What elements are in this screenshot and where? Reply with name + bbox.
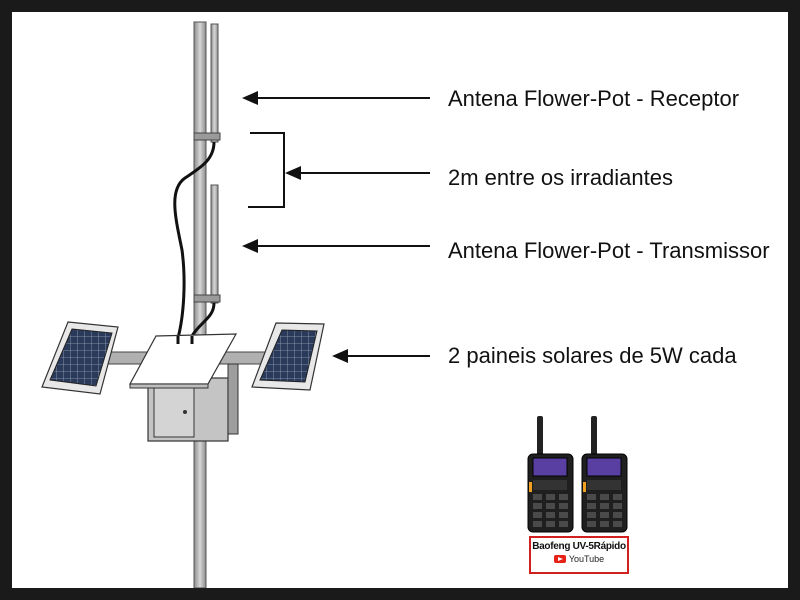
solar-panel-right: [251, 322, 325, 391]
arrow-paineis: [332, 349, 430, 363]
solar-panel-left: [41, 321, 119, 395]
label-antenna-spacing: 2m entre os irradiantes: [448, 165, 673, 190]
handheld-radio-right: [581, 416, 628, 533]
arrow-transmissor: [242, 239, 430, 253]
installation-diagram: [41, 21, 628, 588]
handheld-radio-left: [527, 416, 574, 533]
youtube-play-icon: [553, 555, 566, 563]
mast: [193, 21, 207, 588]
label-solar-panels: 2 paineis solares de 5W cada: [448, 343, 737, 368]
label-transmissor-antenna: Antena Flower-Pot - Transmissor: [448, 238, 770, 263]
badge-platform: YouTube: [531, 554, 627, 564]
arrow-irradiantes: [285, 166, 430, 180]
spacing-bracket: [248, 132, 285, 208]
box-door: [153, 386, 195, 438]
equipment-box: [128, 333, 239, 442]
label-receptor-antenna: Antena Flower-Pot - Receptor: [448, 86, 740, 111]
box-roof: [128, 333, 238, 385]
coax-cable-transmissor: [190, 302, 216, 337]
youtube-badge[interactable]: Baofeng UV-5Rápido YouTube: [529, 536, 629, 574]
box-door-handle: [183, 410, 187, 414]
coax-cable-receptor: [173, 141, 216, 339]
badge-title: Baofeng UV-5Rápido: [532, 541, 626, 552]
arrow-receptor: [242, 91, 430, 105]
badge-platform-label: YouTube: [568, 554, 605, 564]
